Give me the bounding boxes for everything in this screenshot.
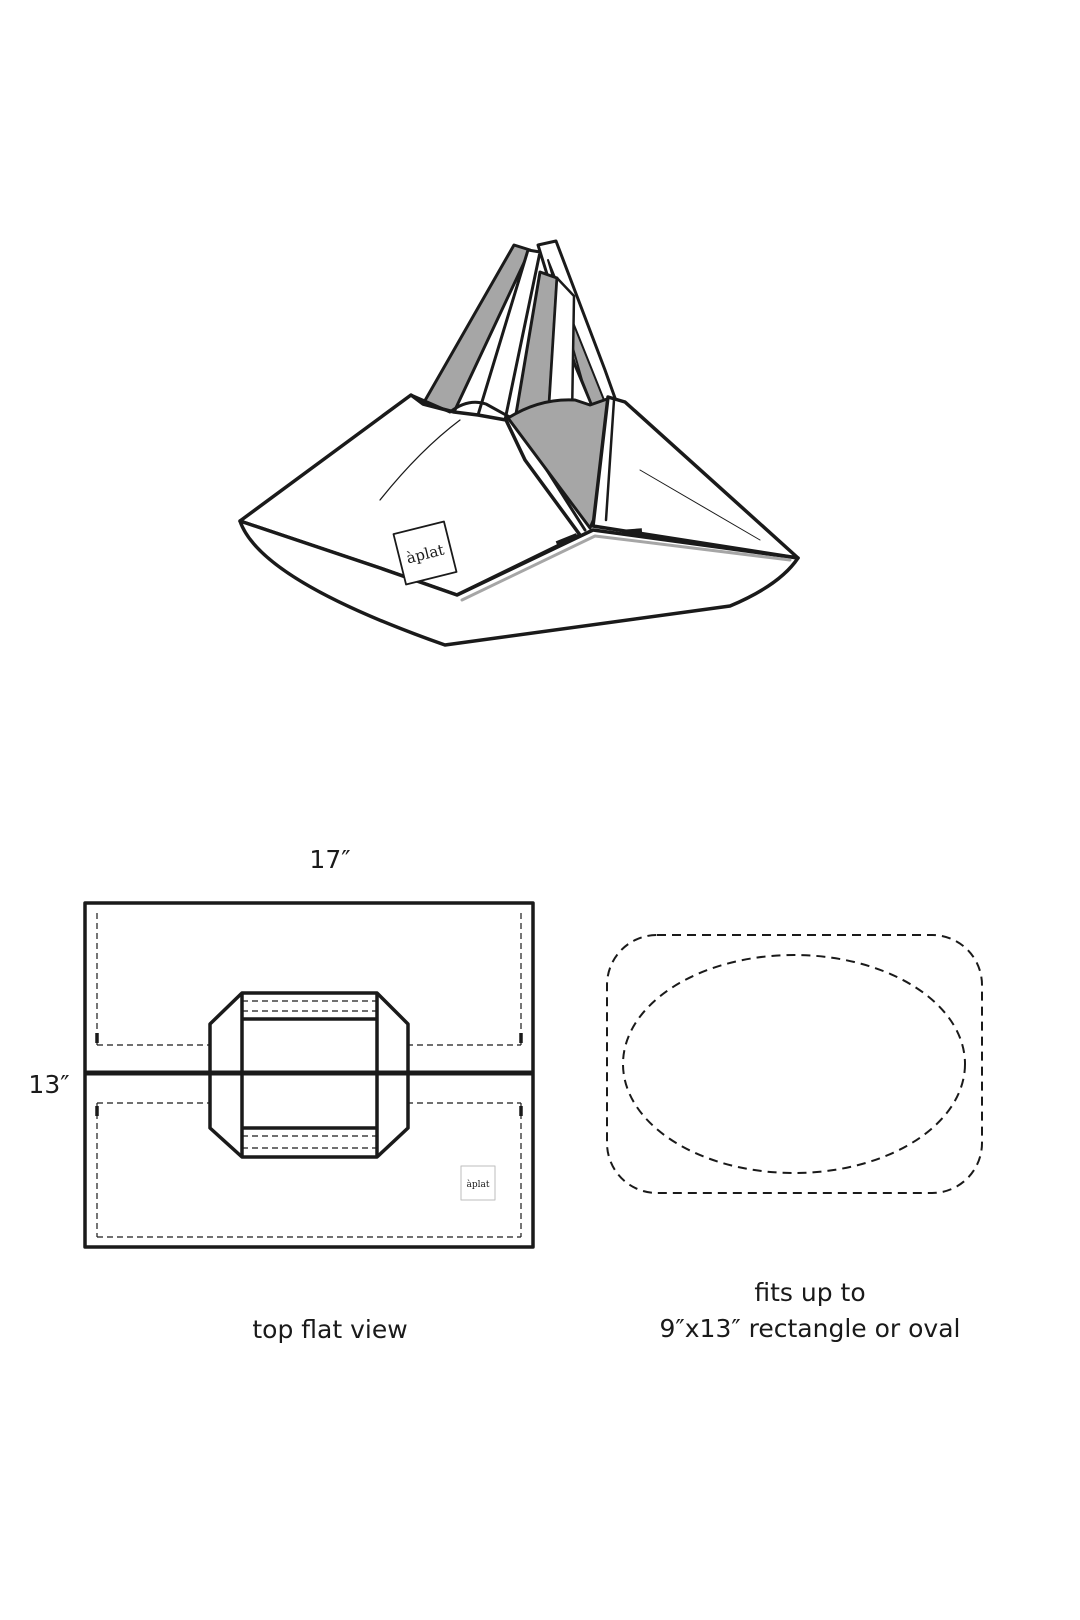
bag-bottom-edge-inner — [456, 529, 799, 596]
flat-view-logo-patch — [460, 1165, 496, 1201]
bag-3d-illustration — [238, 239, 800, 647]
bag-left-rim — [409, 393, 587, 532]
fit-view-caption-line2: 9″x13″ rectangle or oval — [659, 1314, 961, 1343]
bag-bottom-edge-shadow — [460, 534, 792, 602]
bag-left-fold-line — [379, 419, 461, 501]
fit-view-caption-line1: fits up to — [754, 1278, 866, 1307]
fit-view-rectangle — [606, 934, 983, 1194]
flat-view-diagram — [83, 901, 535, 1249]
bag-right-seam — [604, 398, 616, 522]
flat-view-height-label: 13″ — [28, 1070, 70, 1099]
fit-view-diagram — [606, 934, 983, 1194]
fit-view-oval — [622, 954, 966, 1174]
bag-right-fold-line — [639, 469, 761, 541]
bag-tag-left — [555, 533, 578, 546]
bag-logo-patch — [392, 520, 458, 586]
flat-view-caption: top flat view — [252, 1315, 408, 1344]
bag-tag-right — [621, 528, 643, 535]
flat-view-width-label: 17″ — [309, 845, 351, 874]
flat-view-logo-text: àplat — [467, 1179, 490, 1190]
bag-bottom-skirt — [238, 519, 800, 647]
